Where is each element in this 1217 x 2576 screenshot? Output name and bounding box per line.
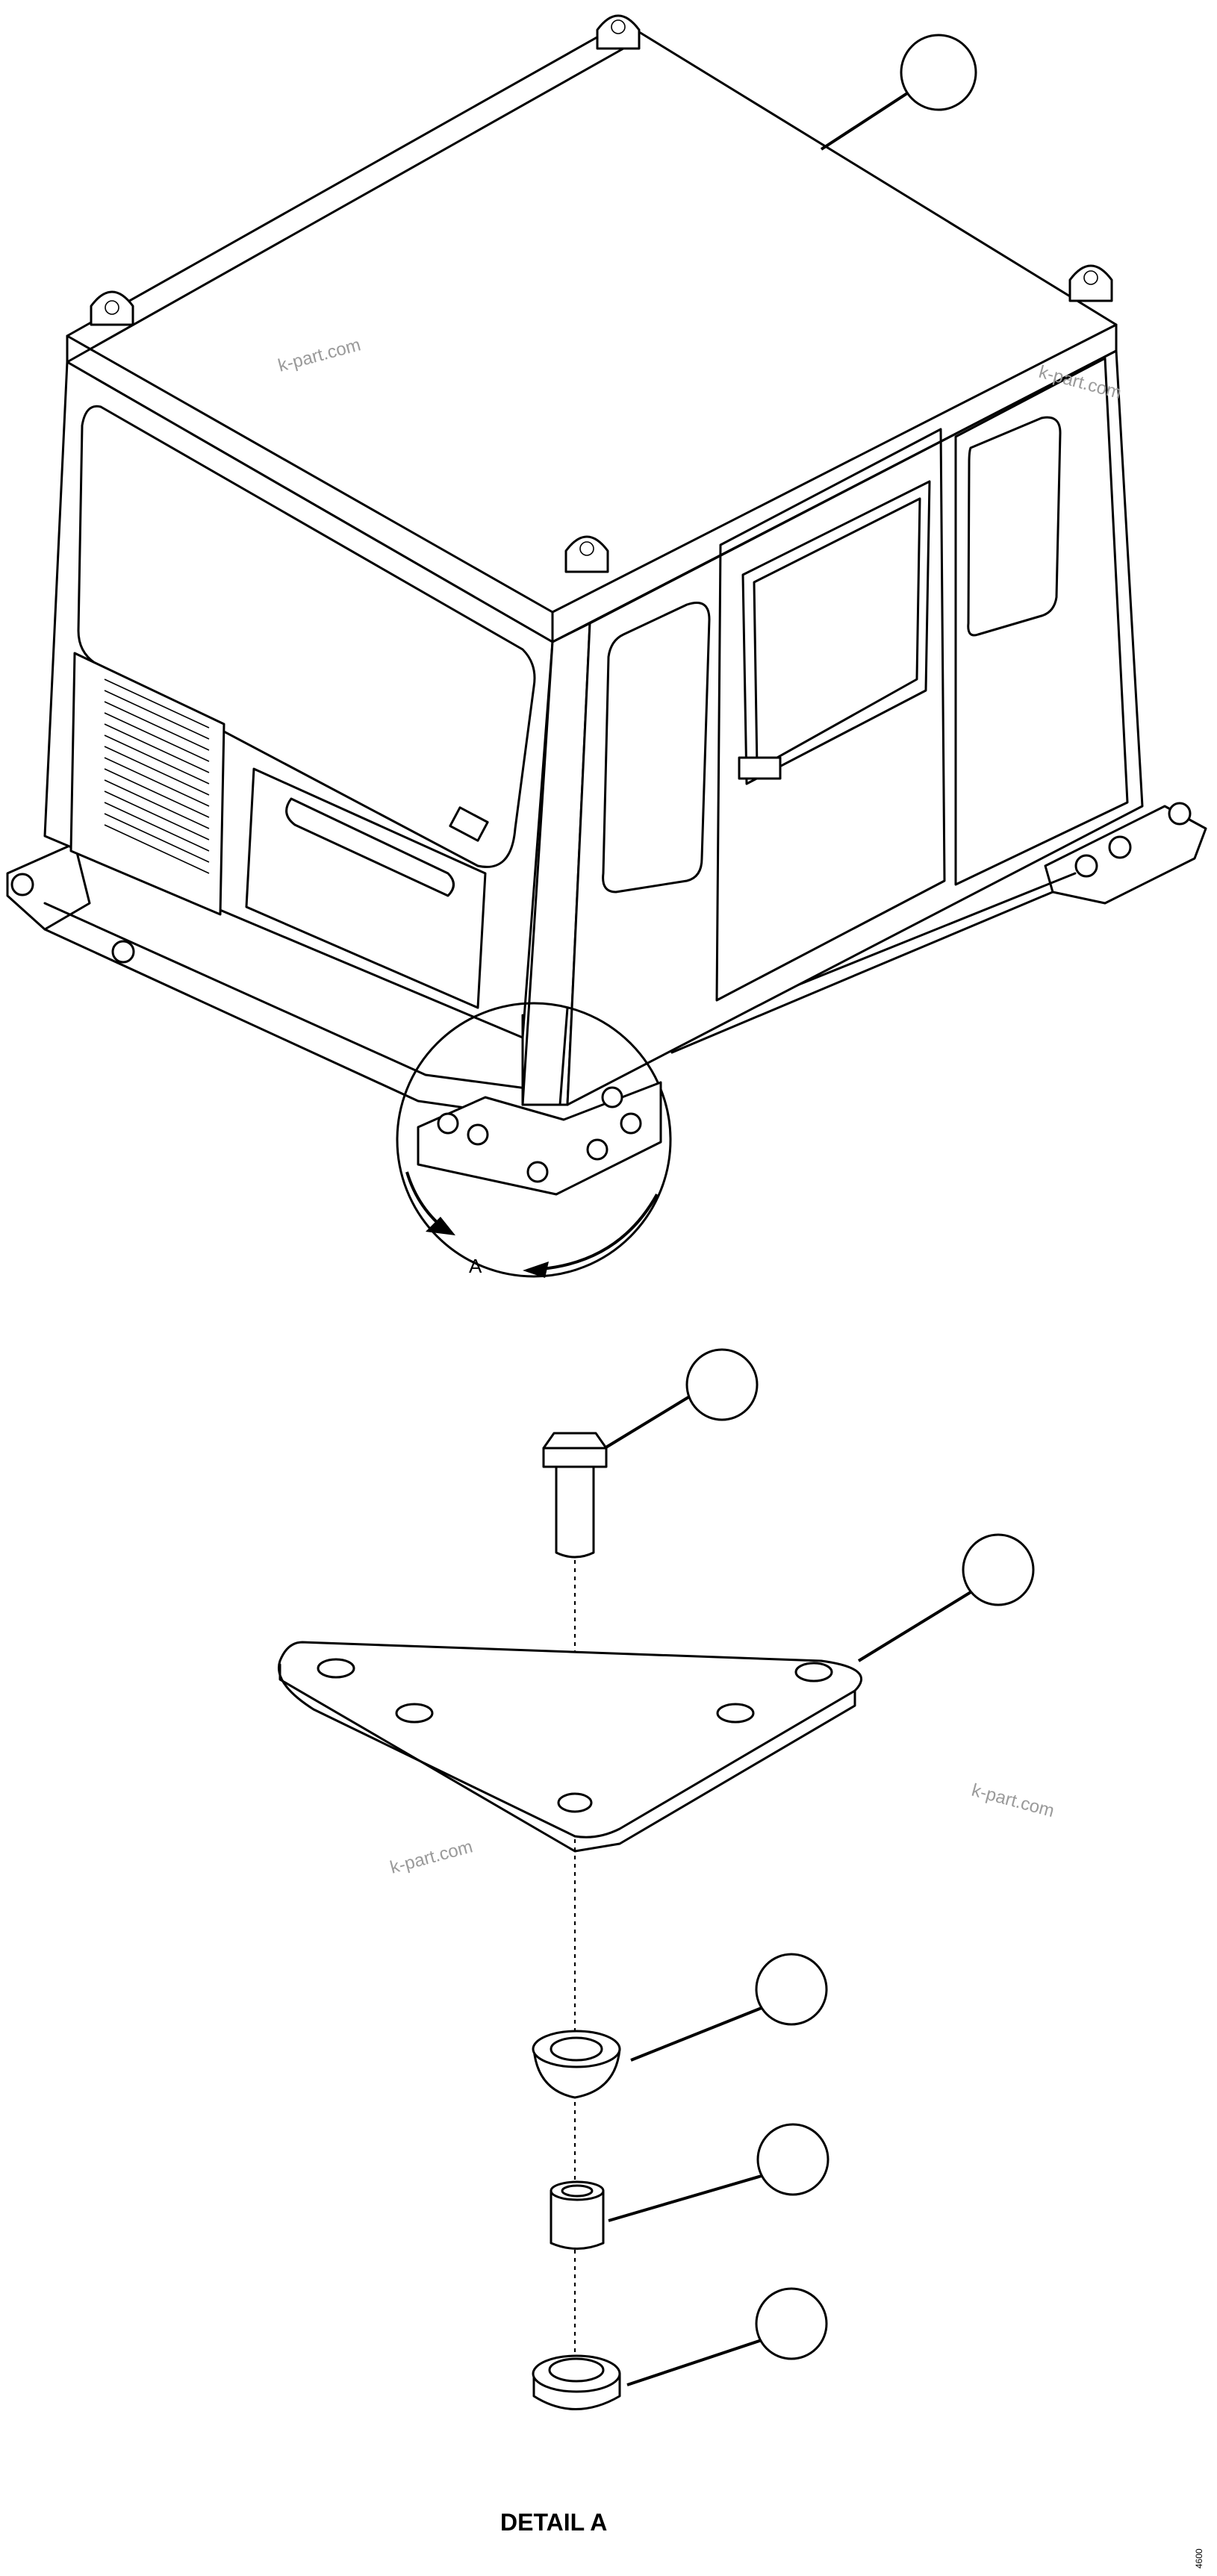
- watermark: k-part.com: [969, 1780, 1056, 1821]
- detail-caption: DETAIL A: [500, 2509, 607, 2536]
- cab-left-wall: [43, 361, 554, 1039]
- watermark: k-part.com: [388, 1836, 475, 1877]
- louver-vents: [104, 679, 210, 874]
- corner-mount-plate: [278, 1533, 1035, 1853]
- hex-bolt: [542, 1348, 759, 1559]
- upper-isolator-washer: [532, 1953, 828, 2099]
- cab-right-wall: [566, 349, 1144, 1106]
- callout-roof: [820, 34, 977, 151]
- detail-a-callout: [396, 1002, 672, 1278]
- cab-door: [715, 428, 946, 1002]
- lower-isolator-washer: [532, 2287, 828, 2410]
- lifting-eyes: [90, 14, 1113, 573]
- figure-code: 4600: [1194, 2548, 1204, 2569]
- exploded-mount-detail: [278, 1348, 1035, 2410]
- cab-assembly: [6, 14, 1207, 1278]
- spacer-sleeve: [550, 2123, 830, 2250]
- section-label: A: [469, 1255, 482, 1277]
